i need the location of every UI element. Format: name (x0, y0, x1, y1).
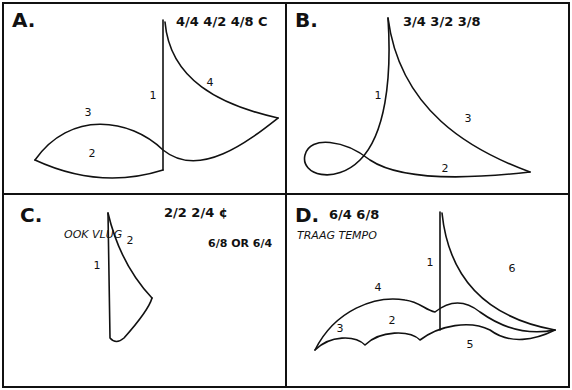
time-signature: 4/4 4/2 4/8 C (176, 14, 268, 29)
time-signature: 6/4 6/8 (329, 207, 379, 222)
time-signature: TRAAG TEMPO (297, 229, 377, 242)
callout-number: 1 (427, 256, 434, 269)
pattern-stroke (165, 22, 278, 118)
callout-number: 1 (150, 89, 157, 102)
pattern-panel: B. 3/4 3/2 3/8 (285, 2, 570, 195)
pattern-stroke (108, 213, 152, 298)
pattern-stroke (162, 20, 164, 170)
callout-number: 3 (337, 322, 344, 335)
panel-letter: B. (295, 8, 318, 32)
pattern-stroke (315, 325, 555, 350)
pattern-stroke (439, 212, 441, 330)
pattern-stroke (305, 18, 530, 177)
panel-letter: C. (20, 203, 42, 227)
callout-number: 4 (375, 281, 382, 294)
pattern-panel: C. 2/2 2/4 ¢ OOK VLUG 6/8 OR 6/4 (2, 193, 287, 388)
callout-number: 3 (85, 106, 92, 119)
pattern-stroke (35, 160, 163, 178)
callout-number: 3 (465, 112, 472, 125)
pattern-stroke (442, 213, 555, 330)
callout-number: 1 (94, 259, 101, 272)
callout-number: 6 (509, 262, 516, 275)
time-signature: 3/4 3/2 3/8 (403, 14, 481, 29)
callout-number: 2 (442, 162, 449, 175)
time-signature: 2/2 2/4 ¢ (164, 205, 228, 220)
time-signature: 6/8 OR 6/4 (208, 237, 272, 250)
pattern-panel: D. 6/4 6/8TRAAG TEMPO (285, 193, 570, 388)
panel-letter: D. (295, 203, 319, 227)
pattern-panel: A. 4/4 4/2 4/8 C (2, 2, 287, 195)
time-signature: OOK VLUG (64, 228, 122, 241)
pattern-stroke (315, 299, 555, 350)
pattern-stroke (388, 18, 530, 172)
callout-number: 4 (207, 76, 214, 89)
panel-letter: A. (12, 8, 35, 32)
callout-number: 2 (127, 234, 134, 247)
pattern-stroke (35, 118, 278, 161)
callout-number: 2 (389, 314, 396, 327)
callout-number: 1 (375, 89, 382, 102)
callout-number: 2 (89, 147, 96, 160)
callout-number: 5 (467, 338, 474, 351)
